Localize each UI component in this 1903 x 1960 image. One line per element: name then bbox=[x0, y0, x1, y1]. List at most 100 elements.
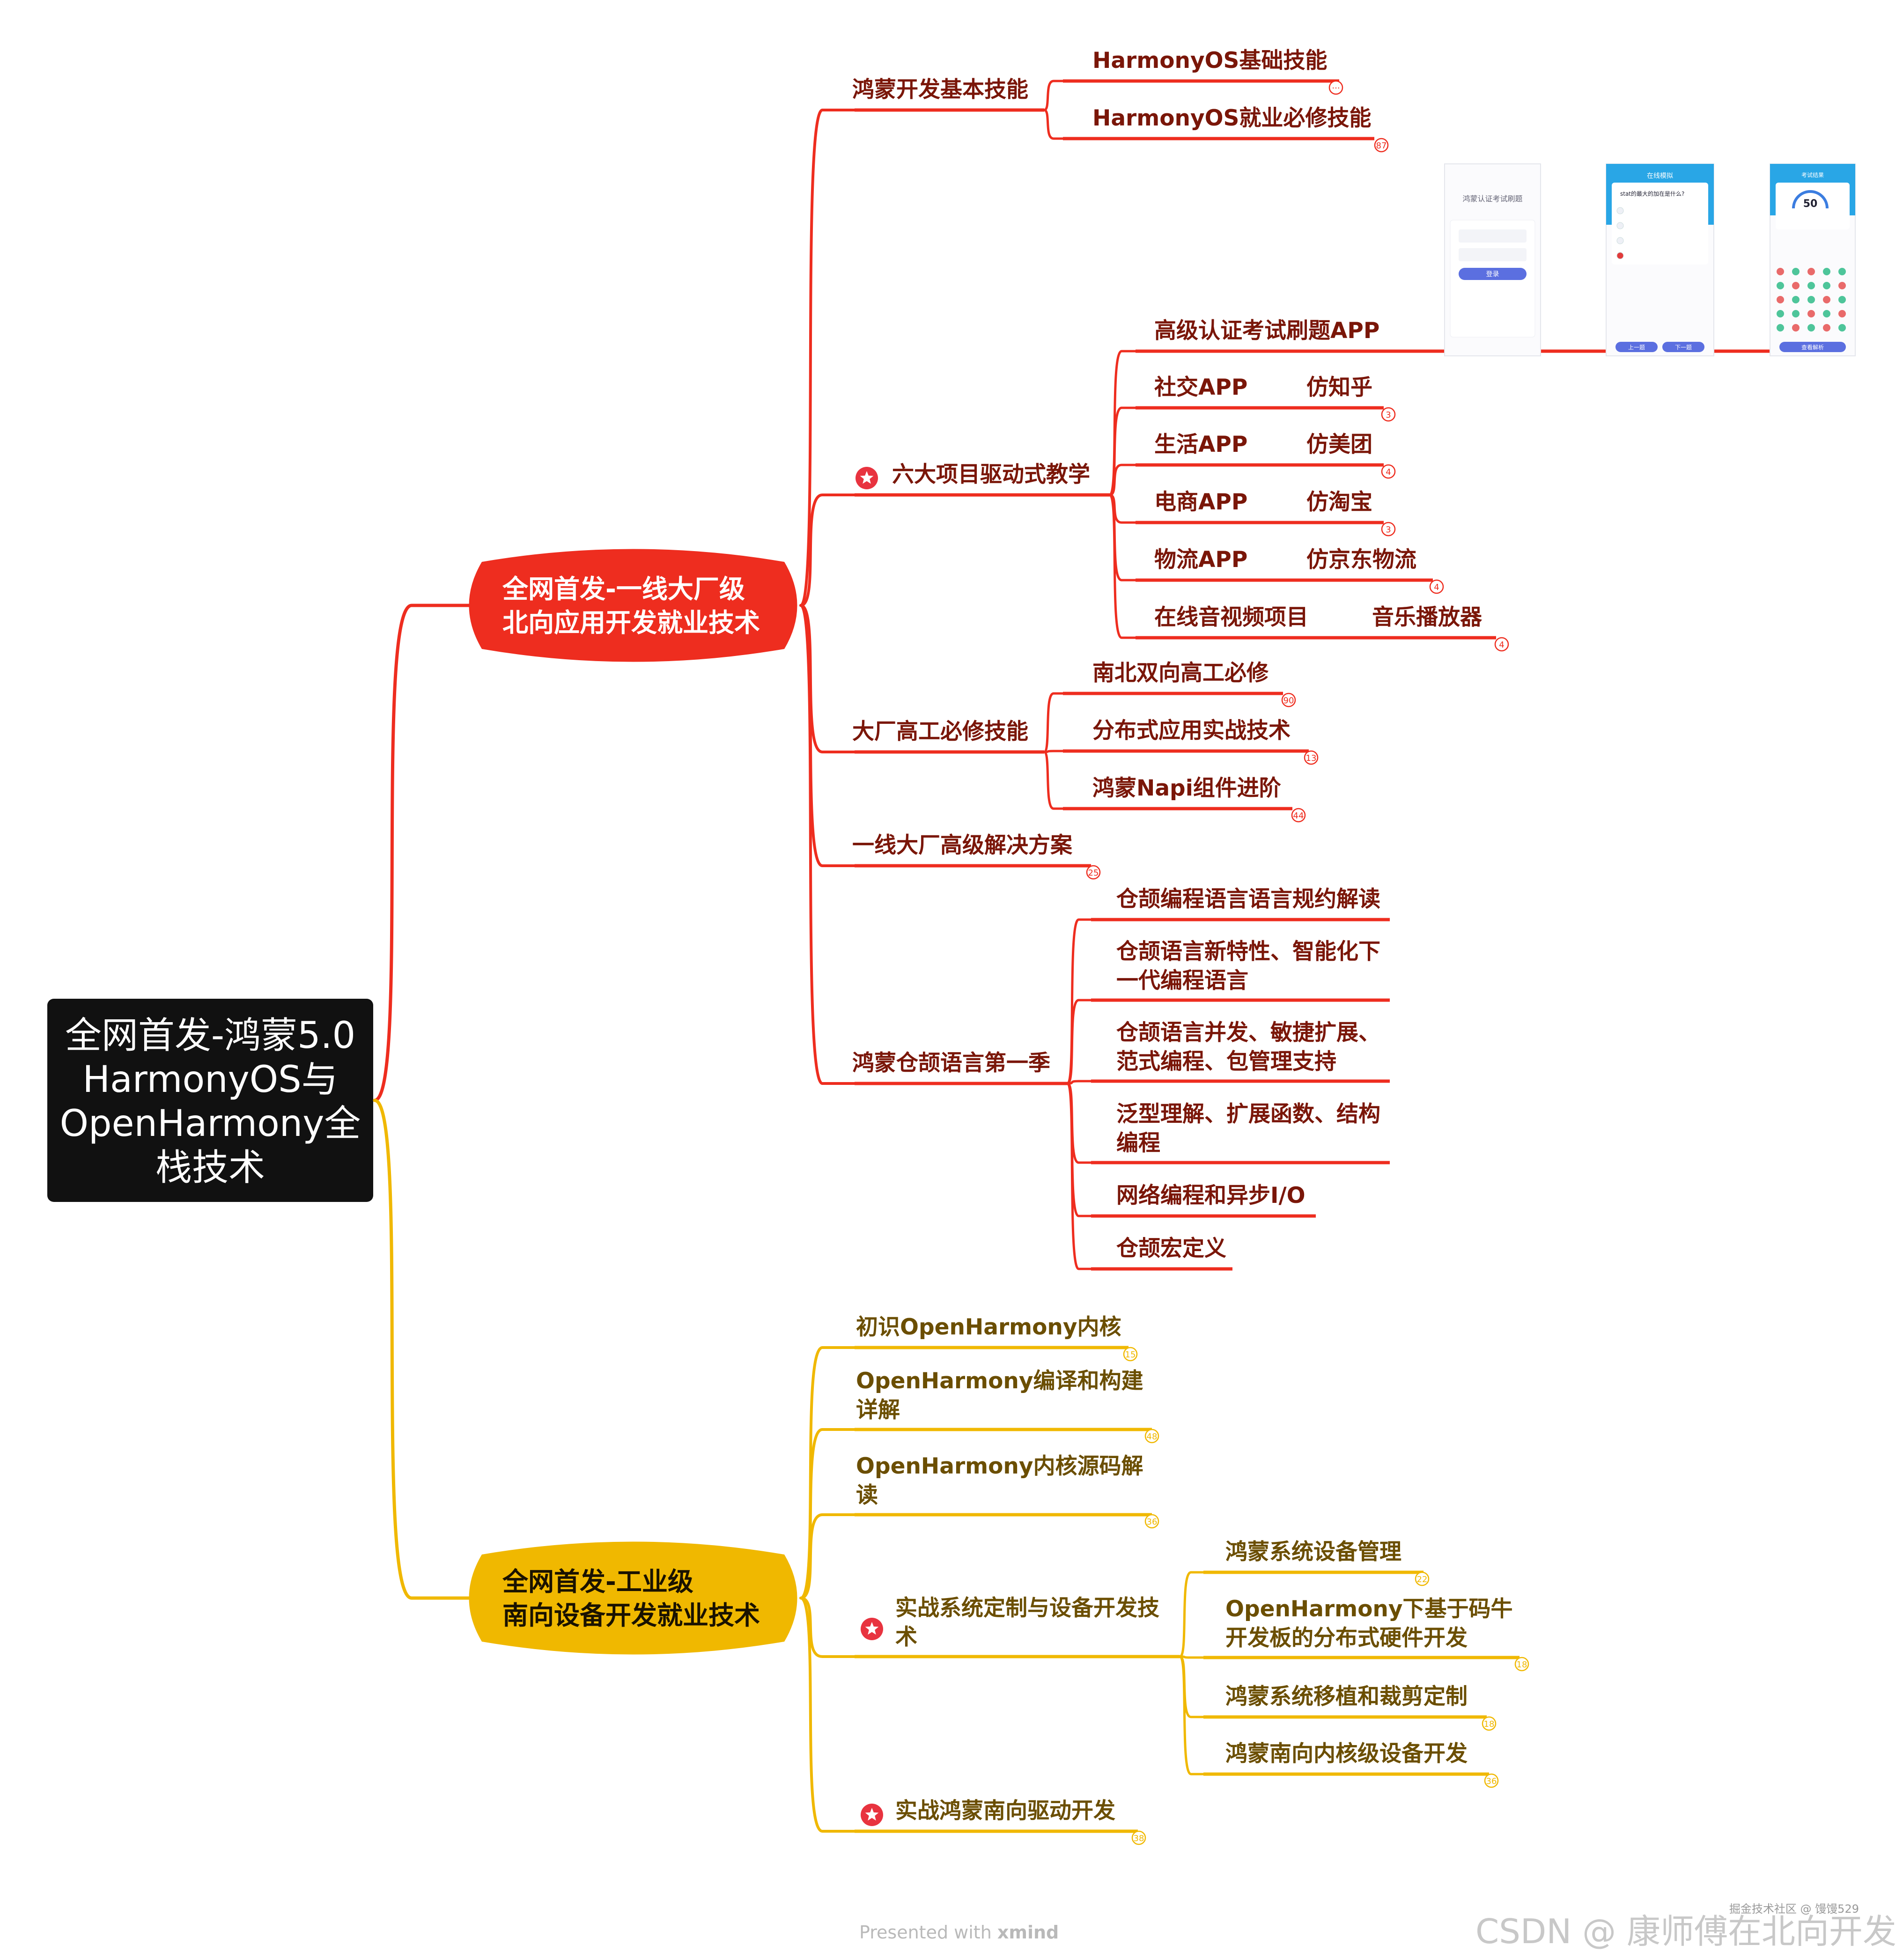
branch-topic-north[interactable]: 全网首发-一线大厂级北向应用开发就业技术 bbox=[469, 549, 797, 662]
branch-topic-south[interactable]: 全网首发-工业级南向设备开发就业技术 bbox=[469, 1541, 797, 1655]
question-card bbox=[1612, 183, 1708, 265]
answer-dot bbox=[1792, 268, 1800, 275]
connector bbox=[799, 1597, 856, 1833]
connector bbox=[1108, 494, 1137, 639]
leaf-topic: 在线音视频项目 bbox=[1154, 604, 1308, 630]
answer-dot bbox=[1838, 282, 1846, 289]
leaf-topic-line: 鸿蒙系统设备管理 bbox=[1225, 1539, 1401, 1565]
subtopic-s4-line: 实战系统定制与设备开发技 bbox=[895, 1595, 1159, 1621]
count-badge[interactable]: 13 bbox=[1304, 750, 1319, 765]
leaf-topic-line: 仓颉宏定义 bbox=[1116, 1236, 1226, 1261]
count-badge[interactable]: 18 bbox=[1482, 1716, 1497, 1731]
badge-count: 38 bbox=[1134, 1834, 1144, 1843]
leaf-topic-line: 仓颉编程语言语言规约解读 bbox=[1116, 886, 1380, 912]
badge-count: ··· bbox=[1332, 83, 1340, 93]
leaf-subtopic: 仿京东物流 bbox=[1306, 547, 1416, 573]
leaf-topic: 鸿蒙系统设备管理 bbox=[1225, 1539, 1401, 1565]
leaf-topic: 仓颉语言新特性、智能化下一代编程语言 bbox=[1116, 939, 1380, 994]
count-badge[interactable]: 18 bbox=[1514, 1657, 1529, 1672]
star-marker-icon bbox=[861, 1804, 883, 1826]
connector bbox=[799, 1428, 856, 1599]
root-title-line: 全网首发-鸿蒙5.0 bbox=[65, 1015, 355, 1057]
badge-ring bbox=[1429, 579, 1444, 594]
leaf-topic: 南北双向高工必修 bbox=[1092, 660, 1269, 686]
connector bbox=[1043, 80, 1064, 111]
leaf-topic-line: 网络编程和异步I/O bbox=[1116, 1183, 1306, 1208]
count-badge[interactable]: 36 bbox=[1144, 1514, 1159, 1529]
badge-count: 4 bbox=[1434, 582, 1439, 592]
root-title-line: HarmonyOS与 bbox=[82, 1059, 338, 1101]
subtopic-n2: 六大项目驱动式教学 bbox=[892, 462, 1090, 487]
answer-dot bbox=[1807, 310, 1815, 317]
subtopic-s5-line: 实战鸿蒙南向驱动开发 bbox=[895, 1798, 1115, 1824]
badge-count: 44 bbox=[1293, 811, 1304, 821]
login-button-label: 登录 bbox=[1486, 271, 1499, 278]
connector bbox=[1043, 750, 1064, 753]
count-badge[interactable]: 36 bbox=[1484, 1773, 1499, 1788]
badge-ring bbox=[1144, 1429, 1159, 1444]
answer-dot bbox=[1838, 310, 1846, 317]
badge-count: 13 bbox=[1306, 753, 1317, 763]
answer-dot bbox=[1792, 282, 1800, 289]
leaf-topic-line: 开发板的分布式硬件开发 bbox=[1225, 1625, 1468, 1651]
leaf-topic-line: 一代编程语言 bbox=[1116, 968, 1248, 994]
badge-count: 15 bbox=[1125, 1350, 1136, 1360]
option-radio bbox=[1616, 237, 1624, 244]
subtopic-n4: 一线大厂高级解决方案 bbox=[852, 833, 1073, 858]
count-badge[interactable]: 4 bbox=[1381, 464, 1396, 479]
subtopic-n4-line: 一线大厂高级解决方案 bbox=[852, 833, 1073, 858]
subtopic-n1-line: 鸿蒙开发基本技能 bbox=[852, 77, 1028, 103]
count-badge[interactable]: ··· bbox=[1328, 80, 1343, 95]
count-badge[interactable]: 90 bbox=[1281, 693, 1296, 707]
count-badge[interactable]: 3 bbox=[1381, 407, 1396, 422]
count-badge[interactable]: 38 bbox=[1131, 1830, 1146, 1845]
subtopic-s1-line: 初识OpenHarmony内核 bbox=[856, 1314, 1121, 1340]
leaf-topic: 物流APP bbox=[1154, 547, 1247, 573]
leaf-topic-line: 物流APP bbox=[1154, 547, 1247, 573]
count-badge[interactable]: 44 bbox=[1291, 808, 1306, 823]
leaf-topic: 网络编程和异步I/O bbox=[1116, 1183, 1306, 1208]
count-badge[interactable]: 3 bbox=[1381, 522, 1396, 537]
subtopic-n2-line: 六大项目驱动式教学 bbox=[892, 462, 1090, 487]
badge-ring bbox=[1484, 1773, 1499, 1788]
branch-title-line: 全网首发-工业级 bbox=[502, 1567, 693, 1597]
count-badge[interactable]: 4 bbox=[1429, 579, 1444, 594]
answer-dot bbox=[1823, 268, 1830, 275]
subtopic-n3: 大厂高工必修技能 bbox=[852, 719, 1028, 744]
count-badge[interactable]: 22 bbox=[1415, 1571, 1430, 1586]
connector bbox=[1179, 1655, 1205, 1659]
connector bbox=[373, 604, 474, 1102]
score-card bbox=[1776, 183, 1850, 229]
branch-capsule bbox=[469, 1541, 797, 1655]
leaf-topic-line: 范式编程、包管理支持 bbox=[1116, 1049, 1336, 1075]
leaf-topic: 分布式应用实战技术 bbox=[1092, 718, 1291, 744]
leaf-topic-line: 仓颉语言并发、敏捷扩展、 bbox=[1116, 1020, 1380, 1046]
phone-title: 鸿蒙认证考试刷题 bbox=[1462, 194, 1522, 203]
answer-dot bbox=[1807, 268, 1815, 275]
connector bbox=[799, 1513, 856, 1599]
answer-dot bbox=[1792, 296, 1800, 303]
leaf-topic-line: OpenHarmony下基于码牛 bbox=[1225, 1596, 1513, 1622]
leaf-topic: 电商APP bbox=[1154, 489, 1247, 515]
login-button bbox=[1459, 268, 1527, 280]
leaf-topic: 鸿蒙系统移植和裁剪定制 bbox=[1225, 1684, 1468, 1709]
count-badge[interactable]: 48 bbox=[1144, 1429, 1159, 1444]
review-button bbox=[1779, 342, 1846, 352]
count-badge[interactable]: 87 bbox=[1374, 138, 1389, 153]
root-title-line: 栈技术 bbox=[155, 1147, 265, 1189]
subtopic-s1: 初识OpenHarmony内核 bbox=[856, 1314, 1121, 1340]
count-badge[interactable]: 4 bbox=[1494, 637, 1509, 652]
leaf-subtopic: 音乐播放器 bbox=[1372, 604, 1483, 630]
leaf-topic-line: 鸿蒙Napi组件进阶 bbox=[1092, 775, 1281, 801]
count-badge[interactable]: 15 bbox=[1123, 1347, 1138, 1362]
count-badge[interactable]: 25 bbox=[1086, 865, 1101, 880]
subtopic-n5-line: 鸿蒙仓颉语言第一季 bbox=[852, 1050, 1050, 1076]
answer-dot bbox=[1807, 324, 1815, 332]
phone-title: 考试结果 bbox=[1801, 171, 1824, 178]
star-marker-icon bbox=[856, 467, 878, 489]
badge-count: 36 bbox=[1486, 1776, 1497, 1786]
answer-dot bbox=[1777, 268, 1784, 275]
connector bbox=[1043, 109, 1064, 140]
